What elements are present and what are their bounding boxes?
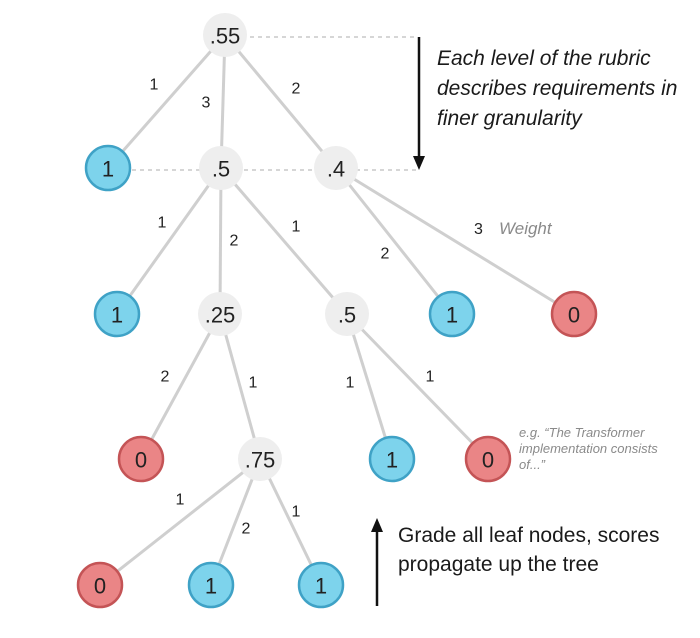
edge-weight-l3b-l4c: 1 xyxy=(292,504,301,521)
node-circle-l2d xyxy=(428,290,476,338)
node-l3c: 1 xyxy=(368,435,416,483)
node-l2a: 1 xyxy=(93,290,141,338)
edge-root-l1b xyxy=(219,34,227,169)
node-l1b: .5 xyxy=(199,146,243,190)
edge-layer xyxy=(99,34,575,587)
node-l2d: 1 xyxy=(428,290,476,338)
weight-legend-label: Weight xyxy=(499,219,552,238)
weight-example-value: 3 xyxy=(474,221,483,238)
up-arrow-icon xyxy=(371,518,383,532)
node-label-l4c: 1 xyxy=(315,574,327,599)
edge-l1b-l2b xyxy=(218,167,223,315)
node-circle-l2b xyxy=(198,292,242,336)
edge-l2b-l3a xyxy=(139,313,222,460)
edge-weight-l3b-l4a: 1 xyxy=(176,492,185,509)
node-circle-l3c xyxy=(368,435,416,483)
node-l4a: 0 xyxy=(76,561,124,609)
node-label-l2b: .25 xyxy=(205,303,236,328)
weight-layer: 1 3 2 1 2 1 2 2 1 1 1 1 2 1 xyxy=(150,77,435,538)
propagation-note: Grade all leaf nodes, scores propagate u… xyxy=(398,524,660,576)
node-circle-l3a xyxy=(117,435,165,483)
node-label-l1a: 1 xyxy=(102,157,114,182)
edge-weight-l1b-l2a: 1 xyxy=(158,215,167,232)
edge-weight-l3b-l4b: 2 xyxy=(242,521,251,538)
node-label-l3a: 0 xyxy=(135,448,147,473)
node-circle-l2c xyxy=(325,292,369,336)
level-granularity-note: Each level of the rubric describes requi… xyxy=(437,47,678,130)
dashed-guides xyxy=(132,36,418,171)
node-label-l2d: 1 xyxy=(446,303,458,328)
node-circle-l2a xyxy=(93,290,141,338)
node-circle-l3b xyxy=(238,437,282,481)
node-circle-root xyxy=(203,13,247,57)
edge-l1b-l2a xyxy=(115,167,223,315)
node-l3a: 0 xyxy=(117,435,165,483)
edge-l1c-l2d xyxy=(334,167,454,315)
edge-weight-l2c-l3d: 1 xyxy=(426,369,435,386)
node-label-root: .55 xyxy=(210,24,241,49)
edge-l2c-l3c xyxy=(345,313,394,460)
node-label-l4a: 0 xyxy=(94,574,106,599)
node-circle-l3d xyxy=(464,435,512,483)
node-l3d: 0 xyxy=(464,435,512,483)
edge-l2c-l3d xyxy=(345,312,490,461)
node-label-l1c: .4 xyxy=(327,157,345,182)
node-label-l3d: 0 xyxy=(482,448,494,473)
edge-l3b-l4c xyxy=(258,458,323,586)
edge-l1c-l2e xyxy=(335,166,575,316)
edge-l3b-l4a xyxy=(99,457,261,587)
edge-weight-root-l1c: 2 xyxy=(292,81,301,98)
node-label-l2c: .5 xyxy=(338,303,356,328)
node-l4b: 1 xyxy=(187,561,235,609)
edge-weight-l2b-l3b: 1 xyxy=(249,375,258,392)
edge-weight-l1b-l2b: 2 xyxy=(230,233,239,250)
node-circle-l1a xyxy=(84,144,132,192)
node-l2e: 0 xyxy=(550,290,598,338)
node-l1a: 1 xyxy=(84,144,132,192)
node-l2c: .5 xyxy=(325,292,369,336)
node-label-l2a: 1 xyxy=(111,303,123,328)
edge-root-l1c xyxy=(223,34,338,169)
edge-weight-root-l1a: 1 xyxy=(150,77,159,94)
node-label-l4b: 1 xyxy=(205,574,217,599)
node-circle-l2e xyxy=(550,290,598,338)
edge-weight-l2c-l3c: 1 xyxy=(346,375,355,392)
node-l2b: .25 xyxy=(198,292,242,336)
node-layer: .55 1 .5 .4 1 .25 .5 1 0 0 .75 1 0 0 1 1 xyxy=(76,13,598,609)
node-label-l1b: .5 xyxy=(212,157,230,182)
node-label-l3b: .75 xyxy=(245,448,276,473)
node-l4c: 1 xyxy=(297,561,345,609)
node-l3b: .75 xyxy=(238,437,282,481)
node-circle-l4b xyxy=(187,561,235,609)
edge-weight-l1b-l2c: 1 xyxy=(292,219,301,236)
node-circle-l4c xyxy=(297,561,345,609)
edge-weight-root-l1b: 3 xyxy=(202,95,211,112)
edge-weight-l2b-l3a: 2 xyxy=(161,369,170,386)
node-root: .55 xyxy=(203,13,247,57)
node-circle-l1c xyxy=(314,146,358,190)
edge-l2b-l3b xyxy=(218,313,262,460)
node-label-l3c: 1 xyxy=(386,448,398,473)
node-label-l2e: 0 xyxy=(568,303,580,328)
example-requirement-note: e.g. “The Transformer implementation con… xyxy=(519,425,658,472)
arrow-layer xyxy=(371,37,425,606)
down-arrow-icon xyxy=(413,156,425,170)
edge-root-l1a xyxy=(106,34,227,169)
edge-weight-l1c-l2d: 2 xyxy=(381,246,390,263)
edge-l1b-l2c xyxy=(219,167,349,315)
node-circle-l4a xyxy=(76,561,124,609)
node-l1c: .4 xyxy=(314,146,358,190)
node-circle-l1b xyxy=(199,146,243,190)
